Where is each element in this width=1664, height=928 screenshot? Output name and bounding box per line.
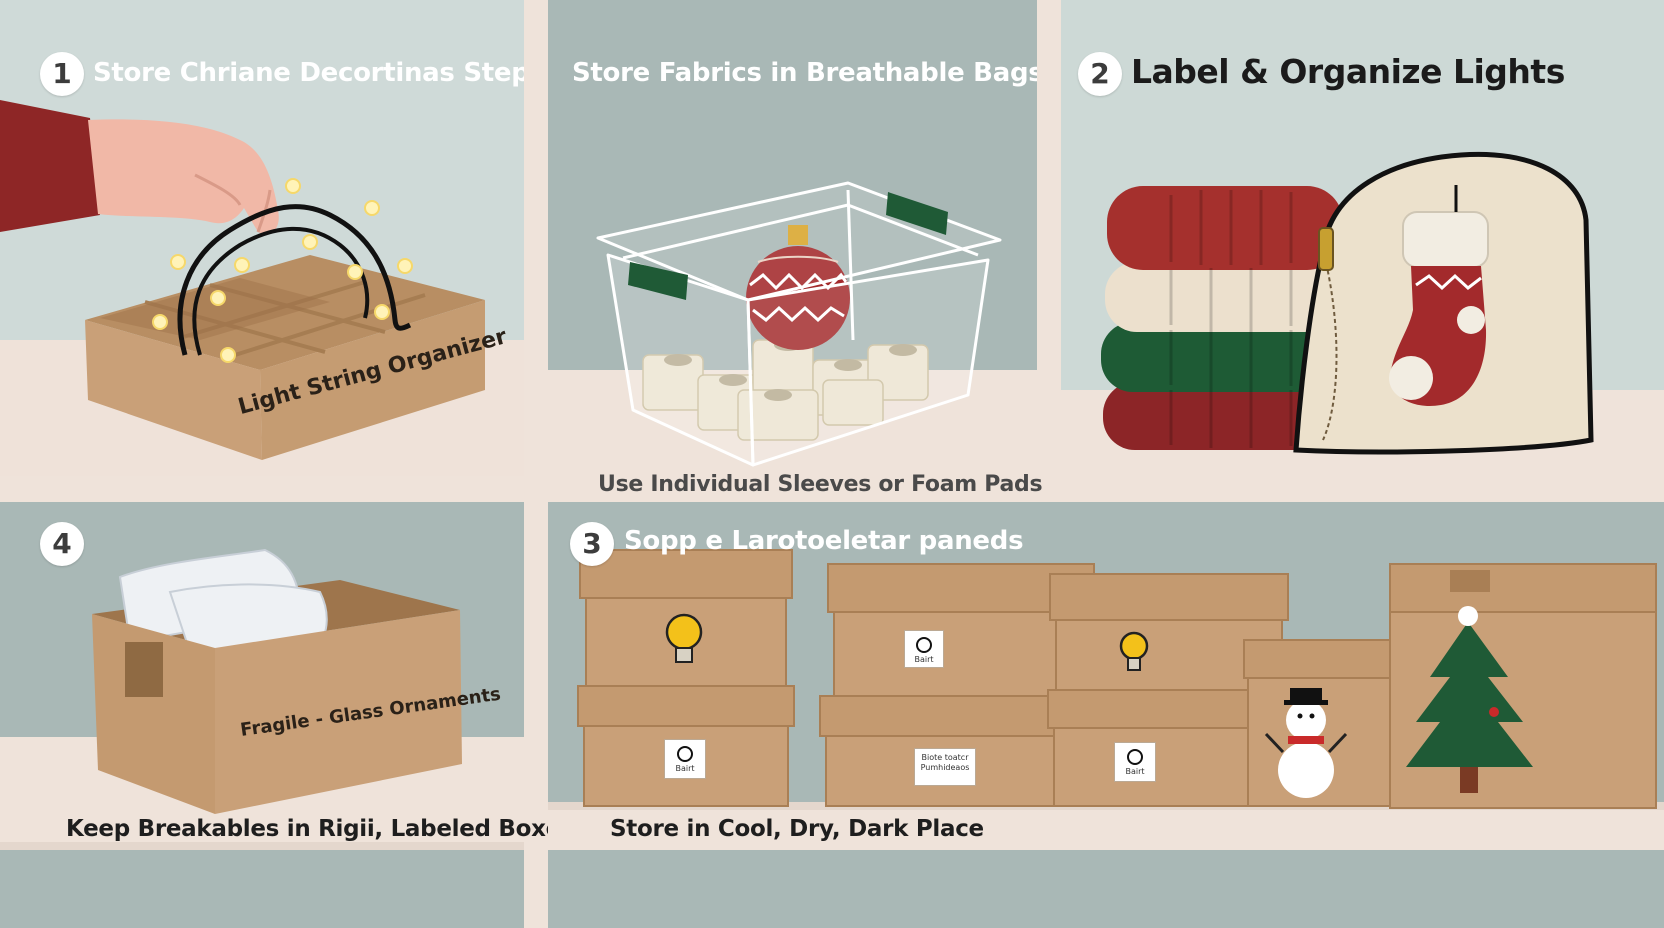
panel-title: Store Chriane Decortinas Step bbox=[93, 58, 524, 88]
panel-2-illustration bbox=[548, 0, 1037, 476]
box-label-tag-wide: Biote toatcr Pumhideaos bbox=[914, 748, 976, 786]
lightbulb-icon bbox=[665, 613, 703, 663]
bottom-strip bbox=[0, 850, 1664, 928]
step-badge: 1 bbox=[40, 52, 84, 96]
sweater-stack-icon bbox=[1101, 186, 1347, 450]
box-label-tag: Bairt bbox=[1114, 742, 1156, 782]
panel-label-lights: 2 Label & Organize Lights bbox=[1061, 0, 1664, 476]
panel-title: Label & Organize Lights bbox=[1131, 52, 1565, 91]
step-badge: 4 bbox=[40, 522, 84, 566]
panel-1-illustration bbox=[0, 0, 524, 476]
foam-pads bbox=[642, 339, 929, 441]
snowman-icon bbox=[1264, 688, 1348, 798]
panel-caption: Store in Cool, Dry, Dark Place bbox=[610, 816, 984, 842]
lightbulb-icon bbox=[1119, 631, 1149, 671]
step-badge: 3 bbox=[570, 522, 614, 566]
panel-title: Store Fabrics in Breathable Bags bbox=[572, 58, 1037, 88]
panel-fabric-bags: Store Fabrics in Breathable Bags bbox=[548, 0, 1037, 476]
panel-title: Sopp e Larotoeletar paneds bbox=[624, 526, 1024, 556]
stocking-icon bbox=[1389, 185, 1489, 406]
panel-light-organizer: 1 Store Chriane Decortinas Step Light St… bbox=[0, 0, 524, 476]
panel-caption: Keep Breakables in Rigii, Labeled Boxes bbox=[66, 816, 575, 842]
christmas-tree-icon bbox=[1406, 606, 1533, 793]
hand-icon bbox=[0, 100, 279, 234]
box-label-tag: Bairt bbox=[664, 739, 706, 779]
panel-3-illustration bbox=[1061, 0, 1664, 476]
box-label-tag: Bairt bbox=[904, 630, 944, 668]
bottom-gap bbox=[524, 850, 548, 928]
light-string-icon bbox=[152, 178, 413, 363]
step-badge: 2 bbox=[1078, 52, 1122, 96]
panel-caption: Use Individual Sleeves or Foam Pads bbox=[598, 472, 1043, 497]
